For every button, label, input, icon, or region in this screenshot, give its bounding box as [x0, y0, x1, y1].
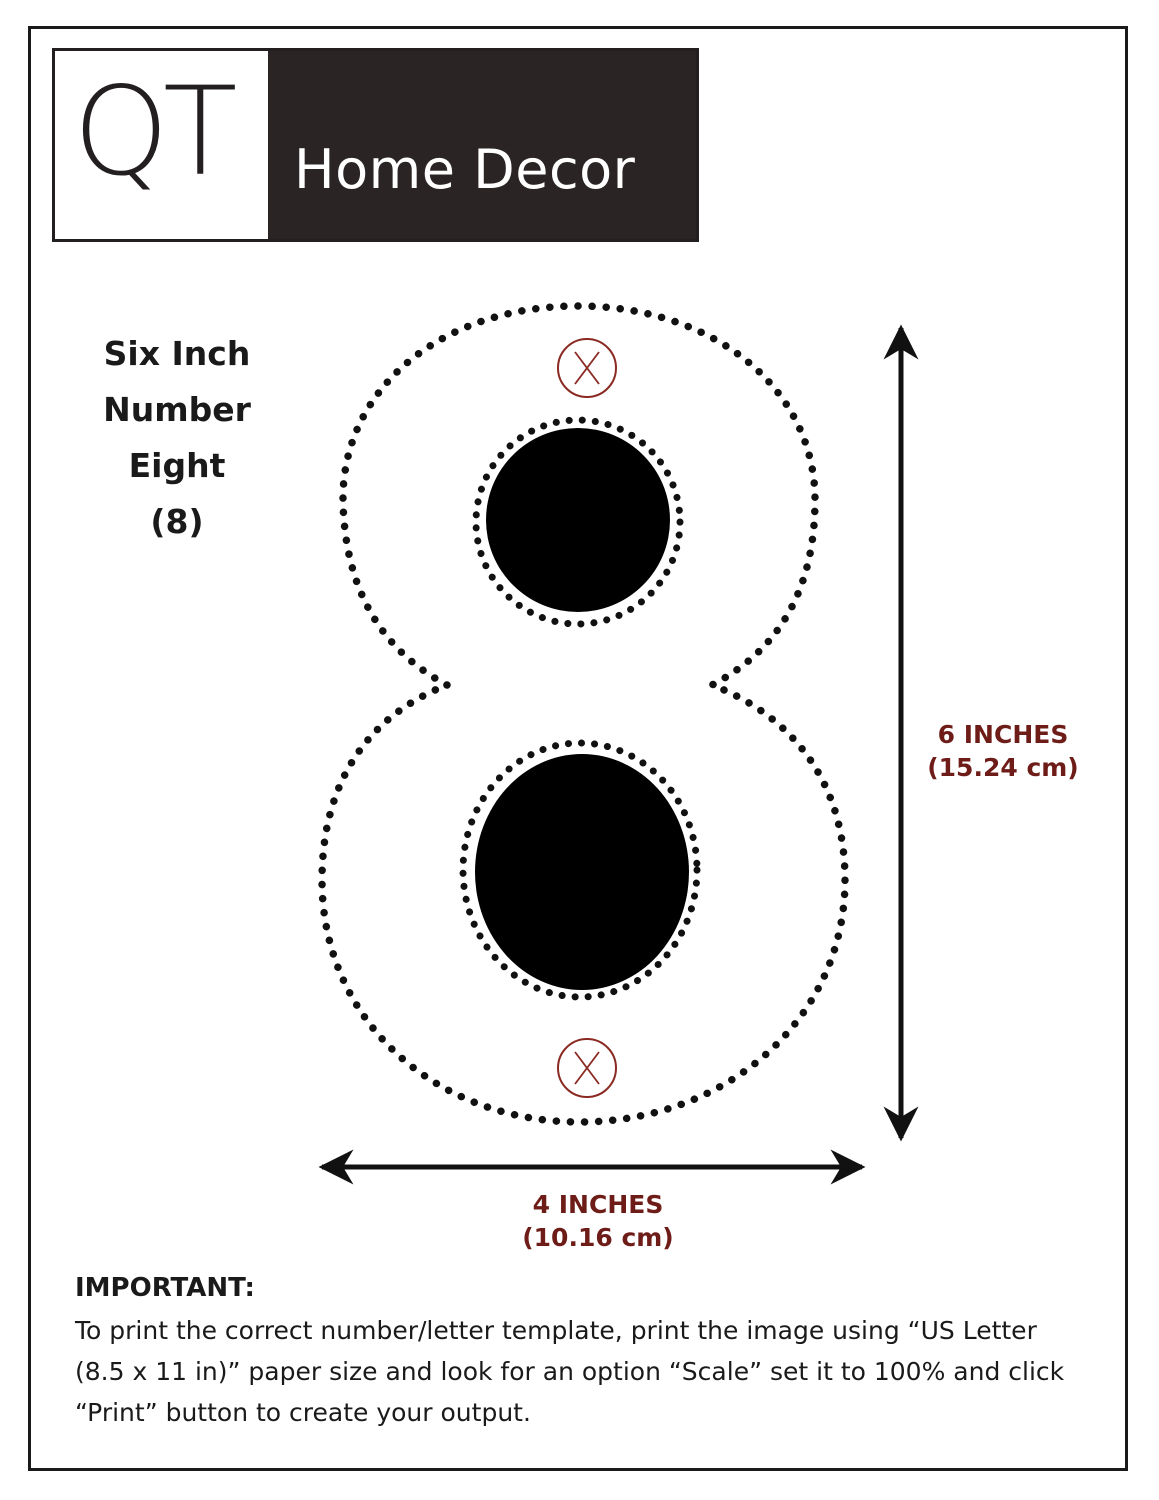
- width-centimeters: (10.16 cm): [522, 1223, 674, 1252]
- height-dimension-label: 6 INCHES (15.24 cm): [915, 718, 1091, 784]
- height-inches: 6 INCHES: [937, 720, 1069, 749]
- instructions-body: To print the correct number/letter templ…: [75, 1316, 1065, 1427]
- title-line: Eight: [128, 446, 226, 485]
- height-centimeters: (15.24 cm): [927, 753, 1079, 782]
- circled-x-icon: [557, 1038, 617, 1098]
- title-line: Number: [103, 390, 251, 429]
- lower-cutout: [475, 754, 689, 990]
- template-title: Six Inch Number Eight (8): [85, 326, 269, 550]
- logo-name: Home Decor: [294, 138, 636, 201]
- title-line: Six Inch: [103, 334, 251, 373]
- page-border: [28, 26, 1128, 1471]
- width-dimension-label: 4 INCHES (10.16 cm): [480, 1188, 716, 1254]
- logo-mark: QT: [73, 61, 238, 203]
- title-line: (8): [150, 502, 204, 541]
- brand-logo: QT Home Decor: [52, 48, 699, 242]
- width-inches: 4 INCHES: [532, 1190, 664, 1219]
- logo-mark-panel: QT: [55, 51, 268, 239]
- instructions-heading: IMPORTANT:: [75, 1273, 255, 1303]
- logo-name-panel: Home Decor: [268, 51, 696, 239]
- print-instructions: IMPORTANT: To print the correct number/l…: [75, 1270, 1085, 1433]
- upper-cutout: [486, 428, 670, 612]
- circled-x-icon: [557, 338, 617, 398]
- lower-cutout-outline-dotted: [459, 739, 701, 1001]
- upper-cutout-outline-dotted: [472, 416, 684, 628]
